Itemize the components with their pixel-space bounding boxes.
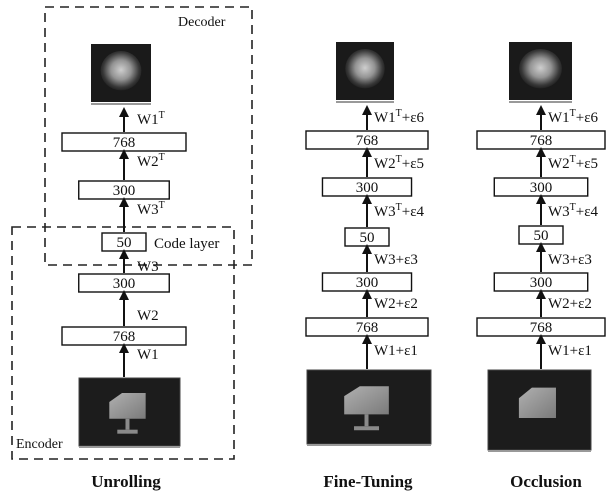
weight-label: W3 — [137, 259, 159, 275]
decoder-label: Decoder — [178, 15, 226, 30]
layer-size-label: 768 — [356, 320, 379, 336]
monitor-stand-shape — [364, 414, 369, 427]
weight-label: W2+ε2 — [374, 296, 418, 312]
weight-label: W2 — [137, 308, 159, 324]
weight-label: W2T+ε5 — [548, 154, 598, 172]
weight-label: W1T — [137, 110, 165, 128]
layer-size-label: 768 — [530, 133, 553, 149]
encoder-label: Encoder — [16, 437, 63, 452]
weight-label: W1+ε1 — [548, 343, 592, 359]
monitor-base-shape — [117, 429, 138, 434]
monitor-base-shape — [354, 426, 380, 431]
reconstruction-blob — [519, 48, 562, 89]
caption-fine-tuning: Fine-Tuning — [323, 472, 413, 491]
weight-label: W3T+ε4 — [374, 202, 425, 220]
weight-label: W3+ε3 — [374, 252, 418, 268]
monitor-screen-shape — [518, 387, 556, 418]
weight-label: W1T+ε6 — [548, 108, 599, 126]
weight-label: W2T+ε5 — [374, 154, 424, 172]
weight-label: W1 — [137, 347, 159, 363]
weight-label: W3T — [137, 200, 165, 218]
weight-label: W3T+ε4 — [548, 202, 599, 220]
layer-size-label: 300 — [530, 275, 553, 291]
reconstruction-blob — [345, 48, 385, 89]
weight-label: W1+ε1 — [374, 343, 418, 359]
layer-size-label: 300 — [356, 180, 379, 196]
monitor-screen-shape — [109, 392, 146, 419]
layer-size-label: 768 — [113, 135, 136, 151]
layer-size-label: 50 — [534, 228, 549, 244]
layer-size-label: 768 — [356, 133, 379, 149]
layer-size-label: 768 — [113, 329, 136, 345]
monitor-screen-shape — [344, 386, 389, 415]
caption-unrolling: Unrolling — [91, 472, 161, 491]
code-layer-label: Code layer — [154, 236, 219, 252]
weight-label: W2T — [137, 152, 165, 170]
decoder-region — [44, 6, 253, 266]
caption-occlusion: Occlusion — [510, 472, 582, 491]
layer-size-label: 300 — [356, 275, 379, 291]
weight-label: W2+ε2 — [548, 296, 592, 312]
layer-size-label: 50 — [117, 235, 132, 251]
layer-size-label: 300 — [113, 183, 136, 199]
layer-size-label: 768 — [530, 320, 553, 336]
weight-label: W3+ε3 — [548, 252, 592, 268]
reconstruction-blob — [100, 50, 142, 91]
layer-size-label: 300 — [530, 180, 553, 196]
monitor-stand-shape — [125, 418, 130, 430]
layer-size-label: 50 — [360, 230, 375, 246]
weight-label: W1T+ε6 — [374, 108, 425, 126]
layer-size-label: 300 — [113, 276, 136, 292]
